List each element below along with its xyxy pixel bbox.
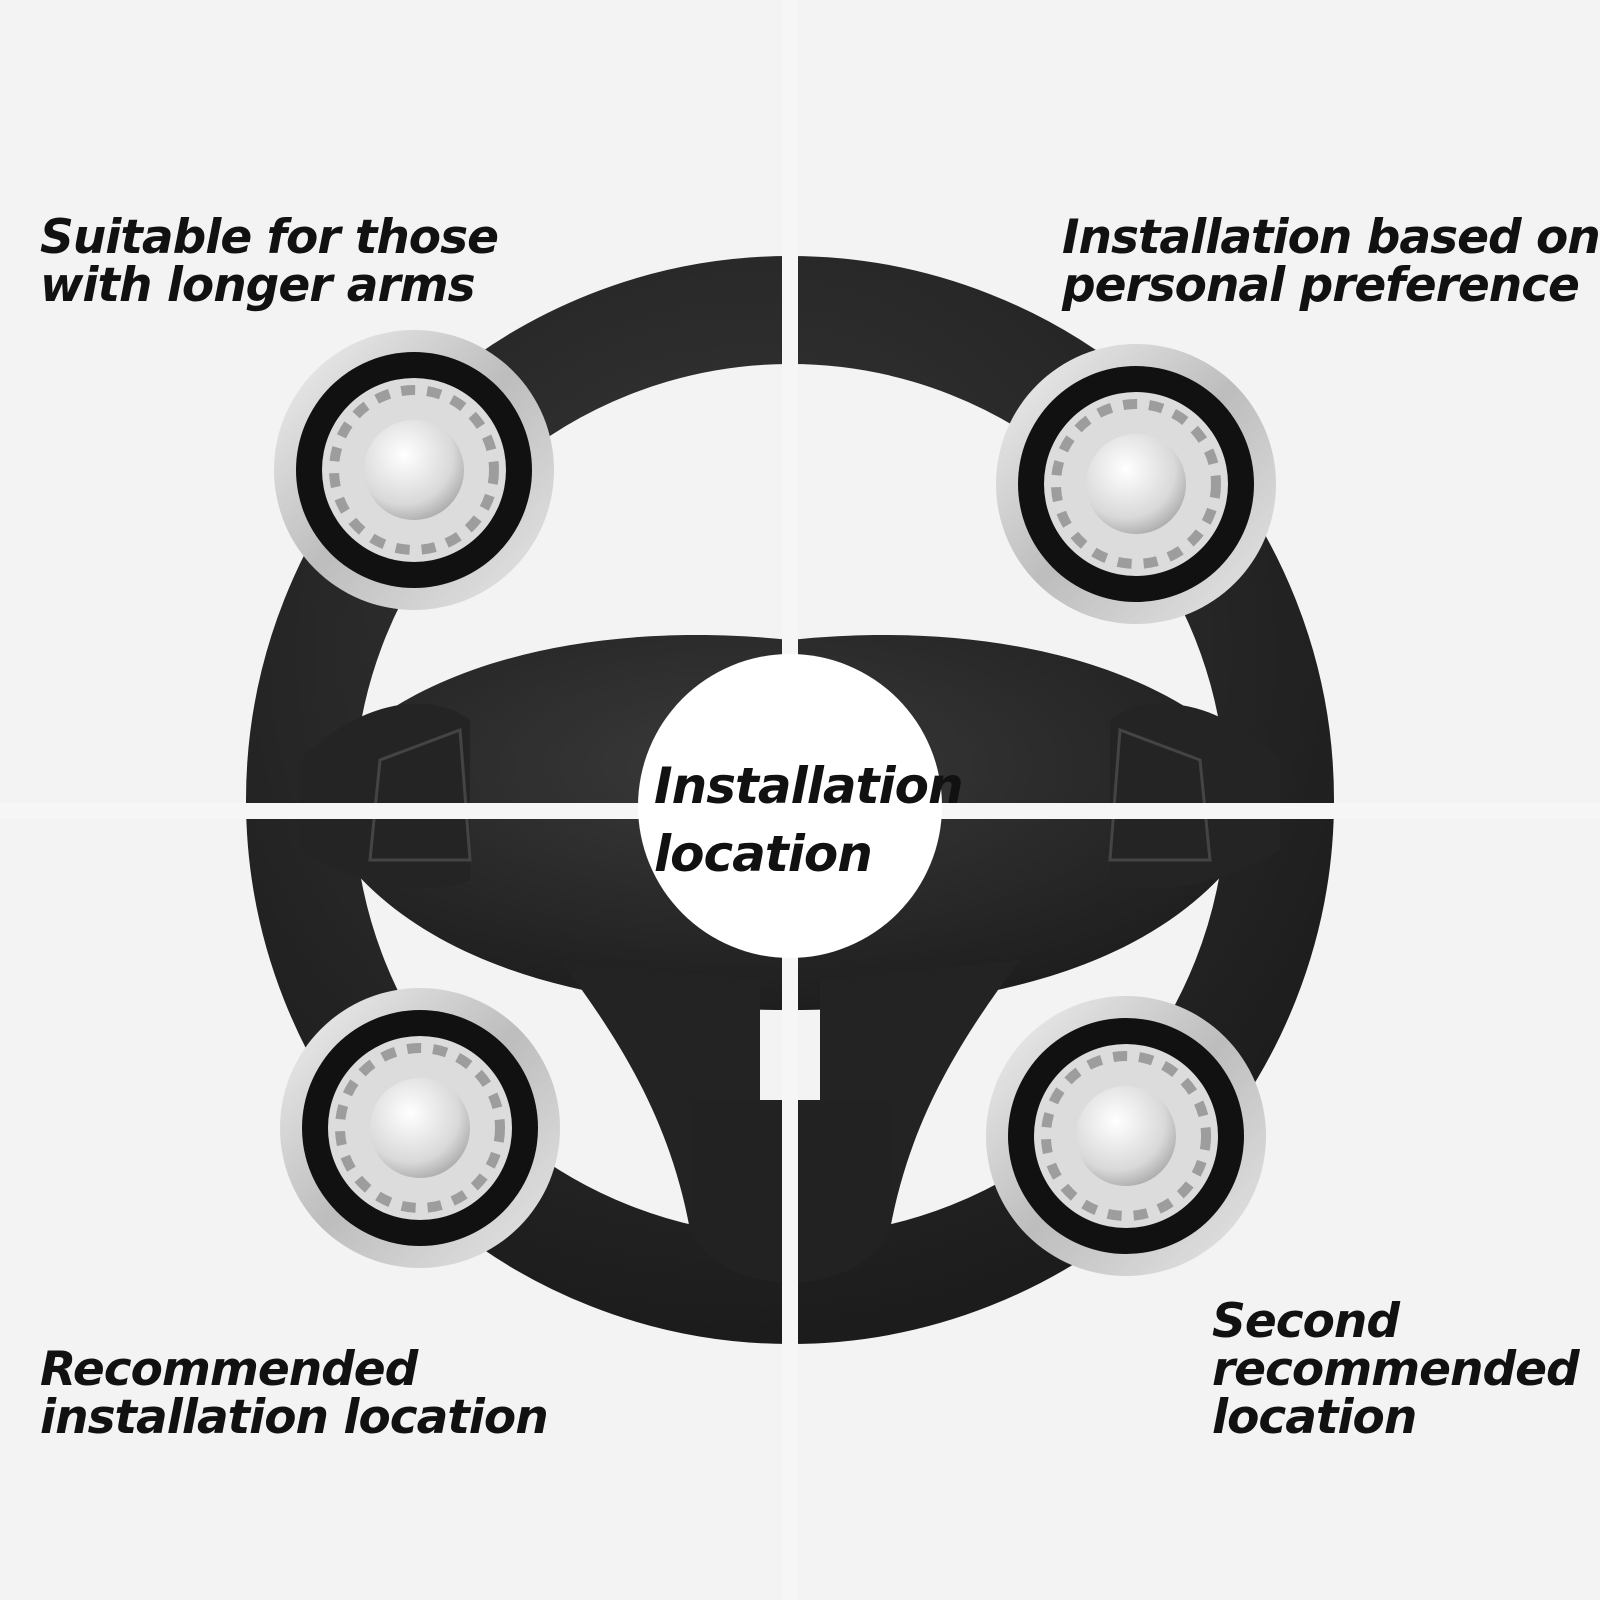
caption-bottom-left-line-2: installation location	[40, 1390, 549, 1445]
caption-bottom-right-line-2: recommended	[1212, 1342, 1580, 1397]
caption-center-line-2: location	[654, 825, 873, 883]
caption-top-right: Installation based on personal preferenc…	[1062, 214, 1600, 310]
spinner-knob-top-right	[996, 344, 1276, 624]
spinner-knob-bottom-left	[280, 988, 560, 1268]
spinner-knob-top-left	[274, 330, 554, 610]
caption-top-left: Suitable for those with longer arms	[40, 210, 499, 313]
caption-bottom-right-line-3: location	[1212, 1390, 1417, 1445]
caption-center: Installation location	[654, 752, 964, 888]
caption-top-left-line-1: Suitable for those	[40, 210, 499, 265]
center-disc	[638, 654, 942, 958]
caption-bottom-left-line-1: Recommended	[40, 1342, 418, 1397]
caption-top-right-line-1: Installation based on	[1062, 210, 1600, 265]
spinner-knob-bottom-right	[986, 996, 1266, 1276]
caption-bottom-left: Recommended installation location	[40, 1342, 549, 1445]
caption-bottom-right-line-1: Second	[1212, 1294, 1400, 1349]
caption-bottom-right: Second recommended location	[1212, 1294, 1580, 1445]
caption-top-right-line-2: personal preference	[1062, 258, 1580, 313]
caption-center-line-1: Installation	[654, 757, 964, 815]
caption-top-left-line-2: with longer arms	[40, 258, 476, 313]
